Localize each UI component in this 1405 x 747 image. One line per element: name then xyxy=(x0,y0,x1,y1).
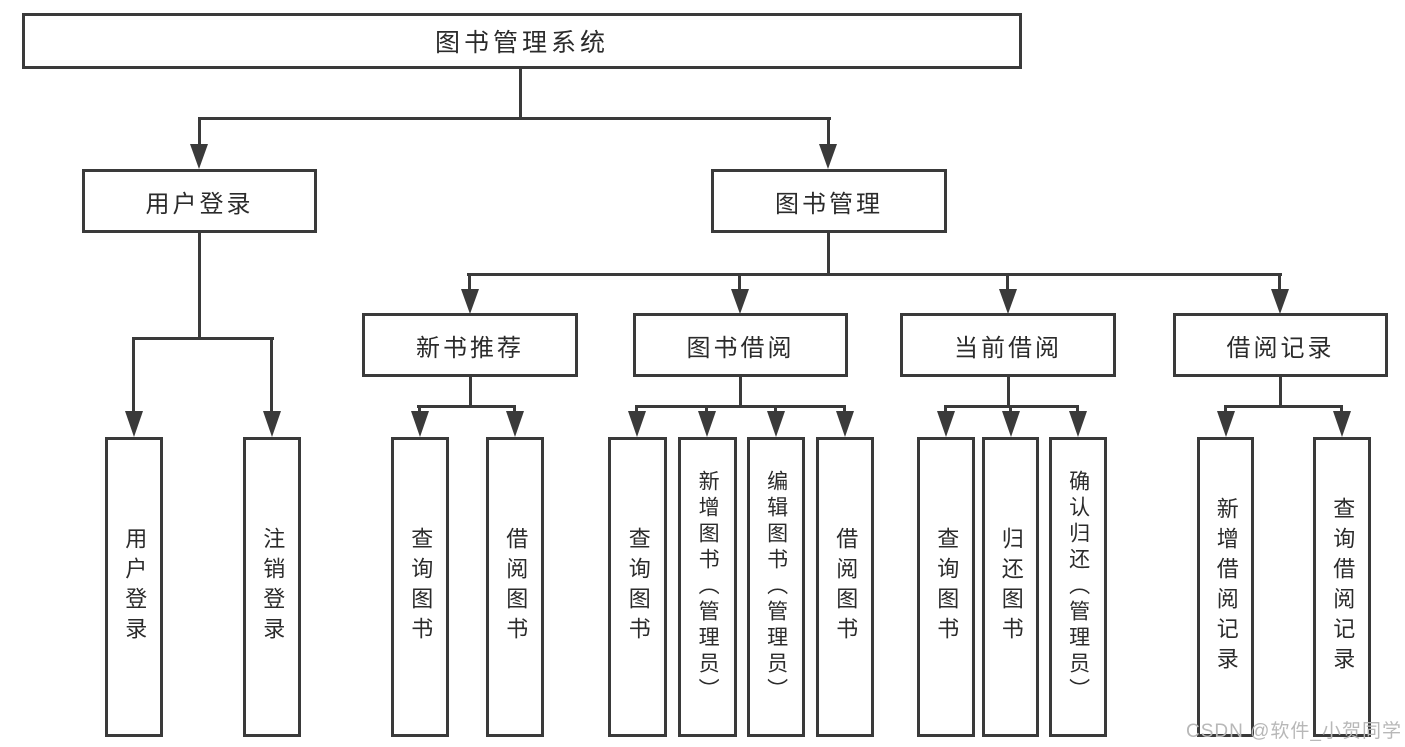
node-label: 新增借阅记录 xyxy=(1213,497,1239,677)
connector-line xyxy=(944,405,947,414)
leaf-query-books-recommend: 查询图书 xyxy=(391,437,449,737)
connector-line xyxy=(417,405,516,408)
leaf-add-books-admin: 新增图书（管理员） xyxy=(678,437,737,737)
connector-line xyxy=(198,117,831,120)
connector-line xyxy=(513,405,516,414)
connector-line xyxy=(739,377,742,408)
leaf-query-borrow-record: 查询借阅记录 xyxy=(1313,437,1371,737)
arrow-down-icon xyxy=(628,411,646,437)
leaf-edit-books-admin: 编辑图书（管理员） xyxy=(747,437,805,737)
node-label: 确认归还（管理员） xyxy=(1066,470,1090,704)
node-book-management: 图书管理 xyxy=(711,169,947,233)
node-new-book-recommendation: 新书推荐 xyxy=(362,313,578,377)
arrow-down-icon xyxy=(506,411,524,437)
arrow-down-icon xyxy=(698,411,716,437)
node-book-borrowing: 图书借阅 xyxy=(633,313,848,377)
connector-line xyxy=(843,405,846,414)
leaf-logout-login: 注销登录 xyxy=(243,437,301,737)
node-label: 图书管理系统 xyxy=(434,29,609,57)
leaf-add-borrow-record: 新增借阅记录 xyxy=(1197,437,1254,737)
arrow-down-icon xyxy=(1333,411,1351,437)
connector-line xyxy=(635,405,638,414)
node-label: 新书推荐 xyxy=(416,334,524,362)
node-label: 查询图书 xyxy=(934,527,960,647)
connector-line xyxy=(1278,273,1281,291)
connector-line xyxy=(1006,273,1009,291)
node-library-management-system: 图书管理系统 xyxy=(22,13,1022,69)
connector-line xyxy=(705,405,708,414)
connector-line xyxy=(1279,377,1282,408)
leaf-borrow-books-recommend: 借阅图书 xyxy=(486,437,544,737)
arrow-down-icon xyxy=(1271,289,1289,314)
leaf-query-books-borrowing: 查询图书 xyxy=(608,437,667,737)
node-borrowing-records: 借阅记录 xyxy=(1173,313,1388,377)
node-label: 注销登录 xyxy=(260,527,286,647)
connector-line xyxy=(468,273,471,291)
connector-line xyxy=(519,69,522,120)
arrow-down-icon xyxy=(819,144,837,169)
node-label: 图书管理 xyxy=(775,190,883,218)
connector-line xyxy=(198,233,201,340)
arrow-down-icon xyxy=(999,289,1017,314)
connector-line xyxy=(774,405,777,414)
node-label: 新增图书（管理员） xyxy=(696,470,720,704)
leaf-user-login: 用户登录 xyxy=(105,437,163,737)
arrow-down-icon xyxy=(1217,411,1235,437)
connector-line xyxy=(133,337,274,340)
arrow-down-icon xyxy=(937,411,955,437)
node-label: 编辑图书（管理员） xyxy=(764,470,788,704)
arrow-down-icon xyxy=(836,411,854,437)
leaf-query-books-current: 查询图书 xyxy=(917,437,975,737)
connector-line xyxy=(1076,405,1079,414)
arrow-down-icon xyxy=(1069,411,1087,437)
connector-line xyxy=(738,273,741,291)
connector-line xyxy=(1007,377,1010,408)
node-label: 查询借阅记录 xyxy=(1330,497,1356,677)
connector-line xyxy=(132,337,135,413)
watermark: CSDN @软件_小贺同学 xyxy=(1186,721,1402,742)
connector-line xyxy=(1340,405,1343,414)
arrow-down-icon xyxy=(263,411,281,437)
arrow-down-icon xyxy=(411,411,429,437)
node-label: 查询图书 xyxy=(408,527,434,647)
node-label: 用户登录 xyxy=(145,190,254,218)
node-label: 借阅图书 xyxy=(503,527,529,647)
arrow-down-icon xyxy=(125,411,143,437)
connector-line xyxy=(1224,405,1343,408)
connector-line xyxy=(1009,405,1012,414)
node-label: 图书借阅 xyxy=(686,334,795,362)
leaf-borrow-books-2: 借阅图书 xyxy=(816,437,874,737)
connector-line xyxy=(418,405,421,414)
node-label: 归还图书 xyxy=(998,527,1024,647)
arrow-down-icon xyxy=(461,289,479,314)
node-current-borrowing: 当前借阅 xyxy=(900,313,1116,377)
node-label: 查询图书 xyxy=(625,527,651,647)
connector-line xyxy=(827,233,830,276)
node-label: 用户登录 xyxy=(122,527,148,647)
node-label: 当前借阅 xyxy=(954,334,1062,362)
connector-line xyxy=(198,117,201,147)
leaf-return-books: 归还图书 xyxy=(982,437,1039,737)
node-label: 借阅图书 xyxy=(833,527,859,647)
arrow-down-icon xyxy=(767,411,785,437)
arrow-down-icon xyxy=(190,144,208,169)
connector-line xyxy=(467,273,1282,276)
connector-line xyxy=(270,337,273,413)
connector-line xyxy=(827,117,830,147)
node-user-login: 用户登录 xyxy=(82,169,317,233)
arrow-down-icon xyxy=(1002,411,1020,437)
arrow-down-icon xyxy=(731,289,749,314)
connector-line xyxy=(469,377,472,408)
connector-line xyxy=(1224,405,1227,414)
node-label: 借阅记录 xyxy=(1226,334,1335,362)
connector-line xyxy=(635,405,846,408)
leaf-confirm-return-admin: 确认归还（管理员） xyxy=(1049,437,1107,737)
